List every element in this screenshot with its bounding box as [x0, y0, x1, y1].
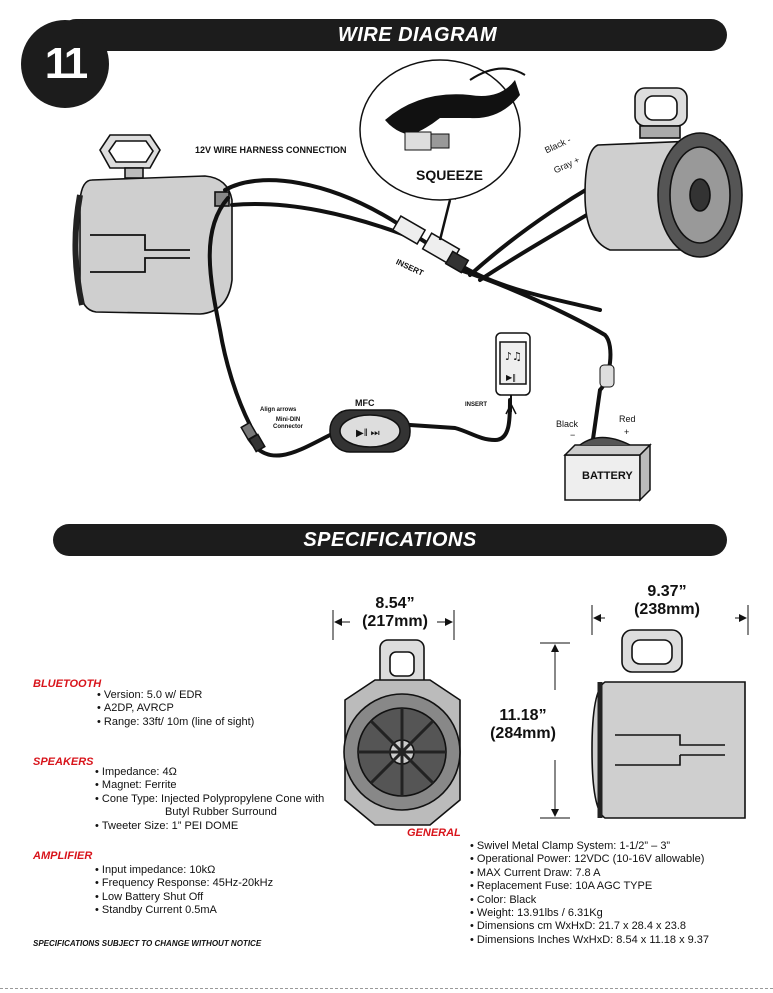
footer-note: SPECIFICATIONS SUBJECT TO CHANGE WITHOUT… [33, 939, 262, 948]
mfc-remote-icon: ▶‖ ⏭ [329, 409, 411, 453]
battery-label: BATTERY [582, 470, 633, 482]
depth-mm: (238mm) [634, 601, 700, 618]
list-item: Operational Power: 12VDC (10-16V allowab… [470, 853, 709, 866]
battery-plus-label: + [624, 427, 630, 437]
list-item: Tweeter Size: 1” PEI DOME [95, 820, 324, 833]
harness-connection-label: 12V WIRE HARNESS CONNECTION [195, 145, 347, 155]
bluetooth-title: BLUETOOTH [33, 678, 102, 690]
list-item: Version: 5.0 w/ EDR [97, 689, 254, 702]
width-inches: 8.54” [375, 595, 415, 612]
list-item: Dimensions cm WxHxD: 21.7 x 28.4 x 23.8 [470, 920, 709, 933]
height-inches: 11.18” [499, 707, 547, 724]
list-item: Weight: 13.91lbs / 6.31Kg [470, 907, 709, 920]
specifications-banner: SPECIFICATIONS [53, 524, 727, 556]
squeeze-label: SQUEEZE [416, 167, 483, 183]
mini-din-connector-icon [240, 421, 266, 453]
height-dimension: 11.18” (284mm) [482, 707, 564, 743]
mfc-label: MFC [355, 398, 375, 408]
squeeze-callout [359, 59, 526, 201]
amplifier-list: Input impedance: 10kΩ Frequency Response… [95, 864, 273, 918]
fuse-holder-icon [599, 364, 615, 388]
height-mm: (284mm) [490, 725, 556, 742]
list-item: Range: 33ft/ 10m (line of sight) [97, 716, 254, 729]
align-arrows-label: Align arrows [260, 407, 297, 413]
harness-connector-icon [391, 215, 470, 274]
list-item: Impedance: 4Ω [95, 766, 324, 779]
list-item-continuation: Butyl Rubber Surround [95, 806, 324, 819]
arrow-up-icon [438, 199, 452, 241]
width-dimension: 8.54” (217mm) [355, 595, 435, 631]
general-list: Swivel Metal Clamp System: 1-1/2” – 3” O… [470, 840, 709, 947]
bluetooth-list: Version: 5.0 w/ EDR A2DP, AVRCP Range: 3… [97, 689, 254, 729]
specifications-title: SPECIFICATIONS [303, 529, 477, 551]
dimension-drawings [332, 605, 749, 826]
depth-inches: 9.37” [647, 583, 687, 600]
svg-text:♪♫: ♪♫ [505, 350, 522, 363]
front-view-speaker-icon [343, 639, 461, 826]
list-item: Dimensions Inches WxHxD: 8.54 x 11.18 x … [470, 934, 709, 947]
list-item: Color: Black [470, 894, 709, 907]
battery-black-label: Black [556, 419, 579, 429]
general-title: GENERAL [407, 827, 461, 839]
list-item: Input impedance: 10kΩ [95, 864, 273, 877]
list-item: Frequency Response: 45Hz-20kHz [95, 877, 273, 890]
wire-cables [207, 158, 652, 462]
wire-diagram-illustration: ▶‖ ⏭ ♪♫ ▶‖ [72, 59, 743, 502]
page-number: 11 [21, 20, 109, 108]
width-mm: (217mm) [362, 613, 428, 630]
battery-red-label: Red [619, 414, 636, 424]
mini-din-label: Mini-DIN Connector [273, 417, 303, 430]
phone-icon: ♪♫ ▶‖ [495, 332, 531, 415]
left-speaker-pod-icon [72, 134, 233, 315]
right-speaker-pod-icon [584, 87, 743, 258]
list-item: A2DP, AVRCP [97, 702, 254, 715]
speakers-list: Impedance: 4Ω Magnet: Ferrite Cone Type:… [95, 766, 324, 833]
battery-icon [563, 436, 652, 502]
wire-diagram-banner: WIRE DIAGRAM [60, 19, 727, 51]
battery-minus-label: − [570, 430, 576, 440]
list-item: Swivel Metal Clamp System: 1-1/2” – 3” [470, 840, 709, 853]
list-item: Standby Current 0.5mA [95, 904, 273, 917]
list-item: Low Battery Shut Off [95, 891, 273, 904]
cone-continuation: Butyl Rubber Surround [165, 806, 277, 819]
svg-text:▶‖ ⏭: ▶‖ ⏭ [356, 428, 380, 439]
hand-icon [385, 80, 520, 135]
list-item: Magnet: Ferrite [95, 779, 324, 792]
amplifier-title: AMPLIFIER [33, 850, 93, 862]
speakers-title: SPEAKERS [33, 756, 94, 768]
list-item: Replacement Fuse: 10A AGC TYPE [470, 880, 709, 893]
insert-phone-label: INSERT [465, 402, 488, 408]
svg-text:▶‖: ▶‖ [506, 373, 516, 382]
list-item: MAX Current Draw: 7.8 A [470, 867, 709, 880]
footer-divider [0, 988, 773, 989]
list-item: Cone Type: Injected Polypropylene Cone w… [95, 793, 324, 806]
depth-dimension: 9.37” (238mm) [622, 583, 712, 619]
side-view-speaker-icon [591, 629, 746, 819]
wire-diagram-title: WIRE DIAGRAM [337, 24, 498, 46]
